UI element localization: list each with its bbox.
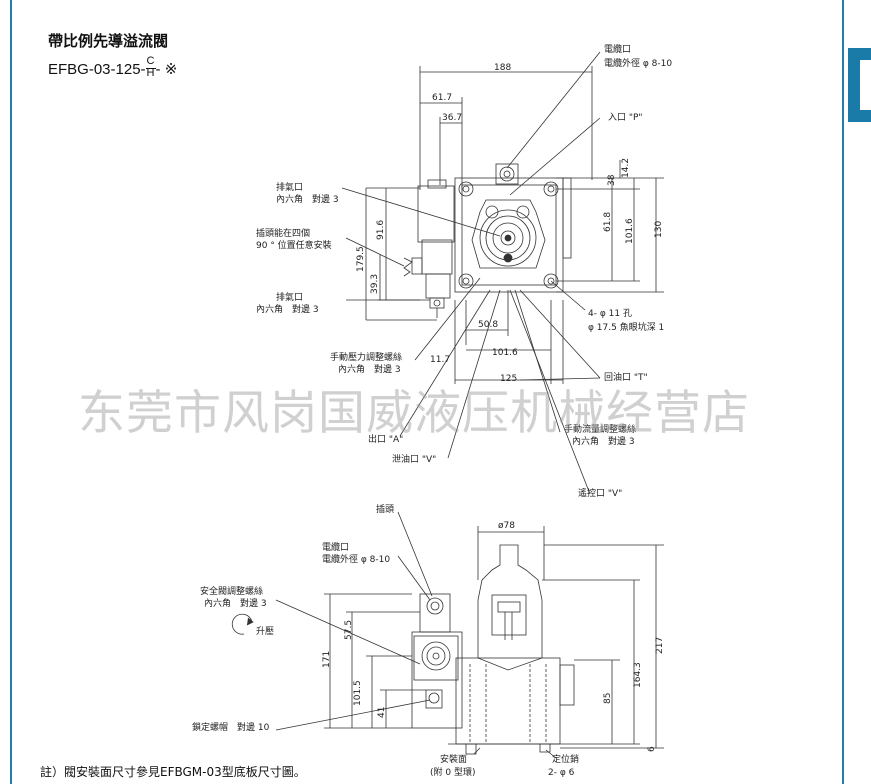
page-title: 帶比例先導溢流閥: [48, 32, 169, 50]
dim-101-5: 101.5: [353, 680, 363, 706]
label-conduit: 電纜口: [604, 43, 631, 55]
label-safety-hex: 內六角 對邊 3: [204, 597, 267, 609]
label-return-t: 回油口 "T": [604, 371, 648, 383]
model-code-option-h: H: [146, 67, 155, 79]
label-drain-v: 泄油口 "V": [392, 453, 436, 465]
mount-hole-tl: [458, 181, 474, 197]
label-plug-rotate-2: 90 ° 位置任意安裝: [256, 239, 332, 251]
model-code-main: EFBG-03-125-: [48, 61, 146, 78]
dim-41: 41: [377, 707, 387, 718]
valve-stack-lower: [455, 657, 561, 745]
solenoid-coil: [479, 209, 537, 267]
model-code-suffix: - ※: [155, 61, 178, 78]
model-code-option-divider: [145, 68, 156, 69]
dim-36-7: 36.7: [442, 113, 462, 123]
pilot-valve-block: [417, 185, 455, 243]
label-inlet-p: 入口 "P": [608, 112, 643, 123]
label-pressure-hex: 內六角 對邊 3: [338, 363, 401, 375]
dim-171: 171: [322, 651, 332, 668]
dim-188: 188: [494, 63, 511, 73]
dim-217: 217: [655, 637, 665, 654]
label-holes-1: 4- φ 11 孔: [588, 308, 632, 319]
dim-14-2: 14.2: [621, 158, 631, 178]
label-vent-2-hex: 內六角 對邊 3: [256, 303, 319, 315]
label-pin-size: 2- φ 6: [548, 768, 575, 778]
label-holes-2: φ 17.5 魚眼坑深 1: [588, 321, 664, 333]
label-outlet-a: 出口 "A": [368, 433, 403, 445]
footer-note: 註）閥安裝面尺寸參見EFBGM-03型底板尺寸圖。: [40, 765, 306, 779]
valve-stack-upper: [477, 544, 543, 671]
label-pressure-screw: 手動壓力調整螺絲: [330, 351, 402, 363]
label-locate-pin: 定位銷: [552, 753, 579, 765]
adjust-screw: [500, 230, 516, 246]
dim-91-6: 91.6: [376, 220, 386, 240]
label-plug: 插頭: [376, 503, 394, 515]
page-border-left: [10, 0, 12, 784]
dim-61-8: 61.8: [603, 212, 613, 232]
model-code-option-c: C: [146, 55, 155, 67]
dim-57-5: 57.5: [344, 620, 354, 640]
label-conduit-dia: 電纜外徑 φ 8-10: [604, 57, 672, 69]
mount-hole-bl: [458, 273, 474, 289]
label-side-conduit: 電纜口: [322, 541, 349, 553]
dim-6: 6: [647, 746, 657, 752]
dim-179-5: 179.5: [356, 246, 366, 272]
label-raise: 升壓: [256, 626, 274, 637]
page-border-right: [842, 0, 844, 784]
dim-164-3: 164.3: [633, 662, 643, 688]
label-side-conduit-dia: 電纜外徑 φ 8-10: [322, 553, 390, 565]
label-flow-screw: 手動流量調整螺絲: [564, 423, 636, 435]
label-safety-screw: 安全閥調整螺絲: [200, 585, 263, 597]
section-tab-notch: [860, 60, 871, 110]
label-mount-face: 安裝面: [440, 753, 467, 765]
label-flow-hex: 內六角 對邊 3: [572, 435, 635, 447]
dim-39-3: 39.3: [370, 274, 380, 294]
label-bleed-v: 遙控口 "V": [578, 487, 622, 499]
dim-38: 38: [607, 174, 617, 186]
dim-101-6-h: 101.6: [492, 348, 518, 358]
label-vent-2: 排氣口: [276, 291, 303, 303]
dim-o78: ø78: [498, 521, 515, 531]
dim-61-7: 61.7: [432, 93, 452, 103]
dim-101-6-v: 101.6: [625, 218, 635, 244]
label-vent-1-hex: 內六角 對邊 3: [276, 193, 339, 205]
watermark-text: 东莞市风岗国威液压机械经营店: [78, 386, 750, 441]
dim-125: 125: [500, 374, 517, 384]
dim-130: 130: [654, 221, 664, 238]
dim-11-7: 11.7: [430, 355, 450, 365]
label-oring: (附 0 型環): [430, 766, 475, 778]
dim-50-8: 50.8: [478, 320, 498, 330]
label-vent-1: 排氣口: [276, 181, 303, 193]
label-lock-nut: 鎖定螺帽 對邊 10: [192, 721, 270, 733]
dim-85: 85: [603, 693, 613, 704]
label-plug-rotate-1: 插頭能在四個: [256, 227, 310, 239]
